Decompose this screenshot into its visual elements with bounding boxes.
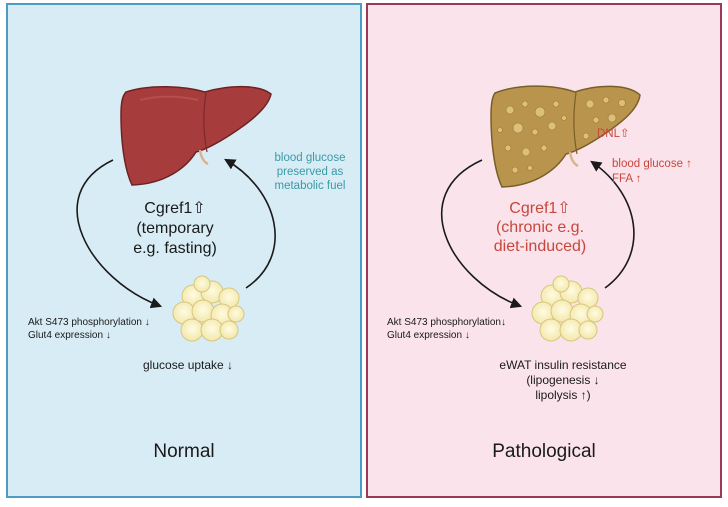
- normal-panel: [6, 3, 362, 498]
- effect-line: Akt S473 phosphorylation ↓: [28, 317, 150, 328]
- blood-glucose-note: blood glucose preserved as metabolic fue…: [255, 151, 365, 193]
- adipose-tissue-icon: [172, 275, 245, 342]
- adipose-to-liver-arrow: [224, 158, 276, 289]
- outcome-line: lipolysis ↑): [535, 388, 591, 402]
- liver-metabolic-notes: blood glucose ↑ FFA ↑: [612, 157, 692, 187]
- note-line: blood glucose ↑: [612, 158, 692, 170]
- insulin-resistance-outcome: eWAT insulin resistance (lipogenesis ↓ l…: [478, 358, 648, 403]
- note-line: metabolic fuel: [274, 180, 346, 192]
- factor-line: Cgref1⇧: [509, 200, 571, 217]
- panel-title: Pathological: [492, 441, 596, 462]
- effect-line: Glut4 expression ↓: [28, 330, 111, 341]
- adipose-effects: Akt S473 phosphorylation↓ Glut4 expressi…: [387, 316, 506, 342]
- liver-to-adipose-arrow: [440, 159, 523, 309]
- dnl-label: DNL⇧: [597, 128, 630, 140]
- fatty-liver-icon: [490, 85, 641, 188]
- factor-line: diet-induced): [493, 238, 587, 255]
- panel-title: Normal: [153, 441, 215, 462]
- outcome-line: (lipogenesis ↓: [526, 373, 600, 387]
- liver-to-adipose-arrow: [76, 159, 163, 309]
- factor-line: (chronic e.g.: [495, 219, 585, 236]
- cgref1-factor-label: Cgref1⇧ (temporary e.g. fasting): [115, 199, 235, 259]
- pathological-panel: [366, 3, 722, 498]
- factor-line: Cgref1⇧: [144, 200, 206, 217]
- effect-line: Glut4 expression ↓: [387, 330, 470, 341]
- outcome-line: eWAT insulin resistance: [499, 358, 627, 372]
- healthy-liver-icon: [120, 85, 272, 186]
- adipose-to-liver-arrow: [590, 160, 635, 289]
- glucose-uptake-outcome: glucose uptake ↓: [143, 358, 234, 372]
- note-line: preserved as: [276, 166, 344, 178]
- factor-line: (temporary: [136, 220, 214, 237]
- note-line: FFA ↑: [612, 173, 642, 185]
- factor-line: e.g. fasting): [133, 240, 217, 257]
- cgref1-factor-label: Cgref1⇧ (chronic e.g. diet-induced): [475, 199, 605, 256]
- note-line: blood glucose: [274, 152, 346, 164]
- effect-line: Akt S473 phosphorylation↓: [387, 317, 506, 328]
- adipose-tissue-icon: [531, 275, 604, 342]
- adipose-effects: Akt S473 phosphorylation ↓ Glut4 express…: [28, 316, 150, 342]
